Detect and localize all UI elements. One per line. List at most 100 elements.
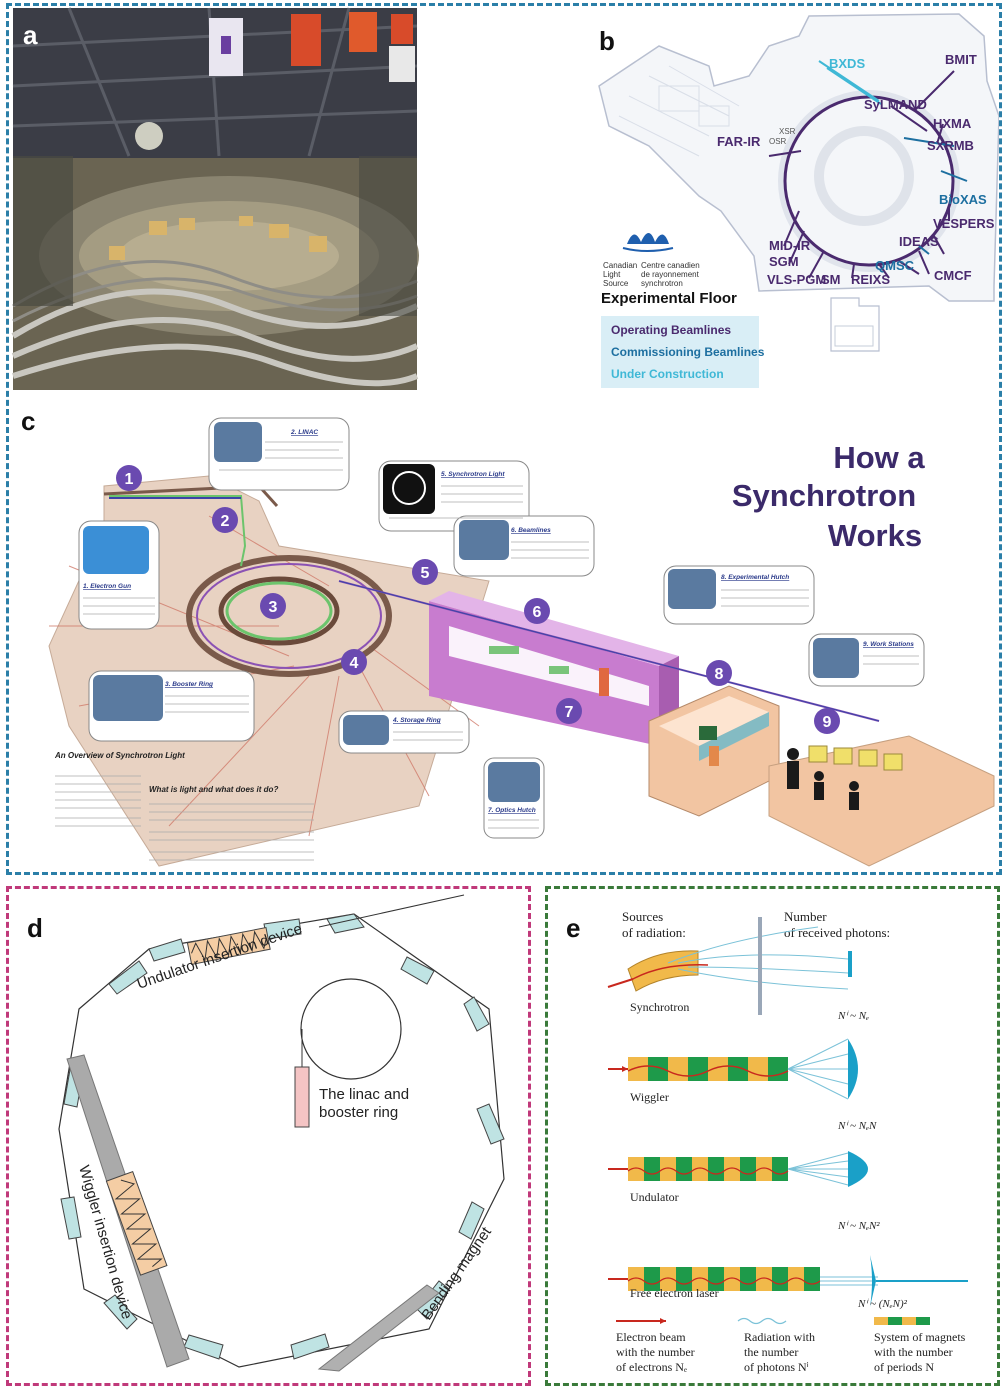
panel-a-photo [11,7,419,390]
legend-operating: Operating Beamlines [611,323,731,337]
row-formula-wiggler: Nⁱ ~ NₑN [837,1120,877,1132]
callout-beamlines: 6. Beamlines [511,527,551,534]
bl-sxrmb: SXRMB [927,138,974,153]
e-legend: Electron beam with the number of electro… [616,1317,966,1374]
panel-e-svg: Sources of radiation: Number of received… [607,909,968,1374]
panel-label-b: b [599,26,615,56]
undulator-device [186,927,271,966]
panel-label-d: d [27,913,43,943]
panel-e: Sources of radiation: Number of received… [545,886,1000,1386]
c-title-line-3: Works [828,518,922,553]
legend-radiation-1: Radiation with [744,1330,815,1344]
panel-d-svg: Undulator insertion device The linac and… [58,894,505,1372]
callout-booster-ring: 3. Booster Ring [165,681,213,688]
bl-sylmand: SyLMAND [864,97,927,112]
c-title-line-1: How a [833,440,925,475]
e-number-1: Number [784,909,827,924]
e-sources-2: of radiation: [622,925,686,940]
logo-en-2: Light [603,270,621,279]
panel-c-illustration: 1 2 3 4 5 6 7 8 9 [48,417,995,867]
bl-sgm: SGM [769,254,799,269]
row-name-fel: Free electron laser [630,1286,719,1300]
label-bending: Bending magnet [418,1223,495,1323]
callout-optics-hutch: 7. Optics Hutch [488,807,536,814]
step-5: 5 [421,565,430,582]
step-6: 6 [533,604,542,621]
legend-magnets-3: of periods N [874,1360,934,1374]
bl-vespers: VESPERS [933,216,995,231]
step-7: 7 [565,704,574,721]
step-markers: 1 2 3 4 5 6 7 8 9 [116,465,840,734]
overview-title: An Overview of Synchrotron Light [54,751,185,760]
label-linac-2: booster ring [319,1104,398,1121]
legend-construction: Under Construction [611,367,724,381]
row-formula-fel: Nⁱ ~ (NₑN)² [857,1298,908,1310]
logo-fr-3: synchrotron [641,279,683,288]
legend-radiation-3: of photons Nⁱ [744,1360,809,1374]
callout-electron-gun: 1. Electron Gun [83,583,131,590]
bl-far-ir: FAR-IR [717,134,761,149]
legend-electron-1: Electron beam [616,1330,686,1344]
logo-en-1: Canadian [603,261,637,270]
row-synchrotron: Synchrotron Nⁱ ~ Nₑ [607,917,869,1022]
callout-work-stations: 9. Work Stations [863,641,914,648]
light-question: What is light and what does it do? [149,785,278,794]
row-name-wiggler: Wiggler [630,1090,669,1104]
bl-bxds: BXDS [829,56,865,71]
row-formula-undulator: Nⁱ ~ NₑN² [837,1220,880,1232]
legend-box [601,316,759,388]
step-9: 9 [823,714,832,731]
bl-bioxas: BioXAS [939,192,987,207]
logo-fr-2: de rayonnement [641,270,700,279]
panel-abc: BXDS BMIT SyLMAND HXMA SXRMB BioXAS VESP… [6,3,1002,875]
row-formula-synchrotron: Nⁱ ~ Nₑ [837,1010,869,1022]
floor-title: Experimental Floor [601,290,737,307]
panel-label-e: e [566,913,581,943]
panel-d: Undulator insertion device The linac and… [6,886,531,1386]
step-3: 3 [269,599,278,616]
bl-bmit: BMIT [945,52,977,67]
step-8: 8 [715,666,724,683]
label-linac-1: The linac and [319,1086,409,1103]
panel-label-a: a [23,20,38,50]
row-name-synchrotron: Synchrotron [630,1000,689,1014]
panel-b-floor-map: BXDS BMIT SyLMAND HXMA SXRMB BioXAS VESP… [598,13,999,388]
e-sources-1: Sources [622,909,663,924]
row-free-electron-laser: Free electron laser Nⁱ ~ (NₑN)² [608,1255,968,1310]
legend-commissioning: Commissioning Beamlines [611,345,765,359]
step-1: 1 [125,471,134,488]
bl-hxma: HXMA [933,116,972,131]
row-name-undulator: Undulator [630,1190,679,1204]
e-number-2: of received photons: [784,925,890,940]
cls-logo-icon [622,233,674,252]
bending-beam [317,1284,440,1372]
linac-bar [294,1066,310,1128]
step-4: 4 [350,655,359,672]
wiggler-device [105,1170,168,1276]
callout-storage-ring: 4. Storage Ring [392,717,441,724]
row-wiggler: Wiggler Nⁱ ~ NₑN [608,1038,877,1132]
label-osr: OSR [769,137,787,146]
logo-fr-1: Centre canadien [641,261,700,270]
panel-abc-svg: BXDS BMIT SyLMAND HXMA SXRMB BioXAS VESP… [11,7,999,867]
row-undulator: Undulator Nⁱ ~ NₑN² [608,1151,880,1232]
bl-mid-ir: MID-IR [769,238,811,253]
legend-radiation-2: the number [744,1345,798,1359]
legend-electron-3: of electrons Nₑ [616,1360,687,1374]
callout-linac: 2. LINAC [290,429,318,436]
callout-experimental-hutch: 8. Experimental Hutch [721,574,789,581]
panel-label-c: c [21,406,36,436]
label-xsr: XSR [779,127,796,136]
bl-ideas: IDEAS [899,234,939,249]
bl-vls-pgm: VLS-PGM [767,272,826,287]
legend-magnets-2: with the number [874,1345,953,1359]
callout-synchrotron-light: 5. Synchrotron Light [441,471,505,478]
logo-en-3: Source [603,279,629,288]
bl-cmcf: CMCF [934,268,972,283]
step-2: 2 [221,513,230,530]
bl-reixs: REIXS [851,272,890,287]
bl-sm: SM [821,272,841,287]
bl-qmsc: QMSC [875,258,915,273]
legend-electron-2: with the number [616,1345,695,1359]
c-title-line-2: Synchrotron [732,478,916,513]
